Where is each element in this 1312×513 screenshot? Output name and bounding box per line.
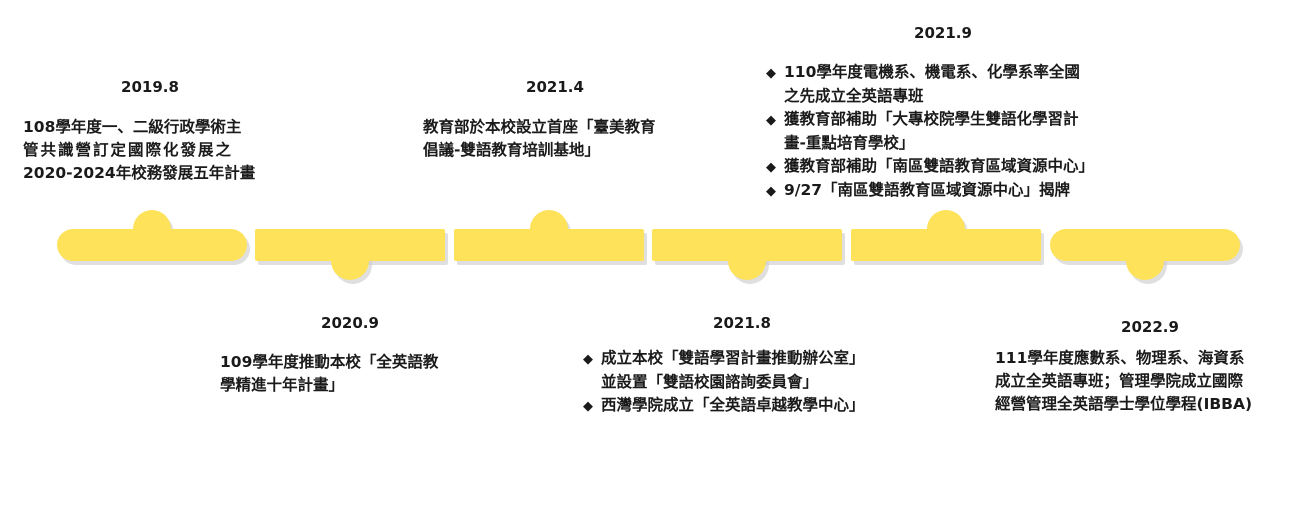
event-bullet-text: 畫-重點培育學校」: [784, 134, 915, 152]
event-bullet-text: 獲教育部補助「大專校院學生雙語化學習計: [784, 110, 1079, 128]
event-desc-2021-8: ◆ 成立本校「雙語學習計畫推動辦公室」 並設置「雙語校園諮詢委員會」 ◆ 西灣學院成…: [583, 347, 865, 418]
timeline-segment: [1050, 229, 1243, 284]
diamond-bullet-icon: ◆: [766, 113, 776, 128]
event-bullet-text: 成立本校「雙語學習計畫推動辦公室」: [601, 349, 865, 367]
event-bullet: ◆ 成立本校「雙語學習計畫推動辦公室」 並設置「雙語校園諮詢委員會」: [583, 347, 865, 394]
timeline-bar-segment: [454, 229, 644, 261]
timeline-segment: [255, 229, 448, 284]
diamond-bullet-icon: ◆: [766, 66, 776, 81]
event-year-2021-8: 2021.8: [713, 314, 771, 332]
event-desc-line: 學精進十年計畫」: [220, 376, 345, 394]
event-desc-line: 經營管理全英語學士學位學程(IBBA): [995, 395, 1253, 413]
diamond-bullet-icon: ◆: [583, 399, 593, 414]
event-bullet-text: 並設置「雙語校園諮詢委員會」: [601, 373, 819, 391]
event-bullet: ◆ 獲教育部補助「大專校院學生雙語化學習計 畫-重點培育學校」: [766, 108, 1094, 155]
event-year-2021-9: 2021.9: [914, 24, 972, 42]
event-bullet-text: 110學年度電機系、機電系、化學系率全國: [784, 63, 1080, 81]
timeline-segment: [652, 229, 845, 284]
event-desc-line: 管共識營訂定國際化發展之: [23, 141, 234, 159]
event-bullet: ◆ 西灣學院成立「全英語卓越教學中心」: [583, 394, 865, 418]
timeline-bar-segment: [1050, 229, 1240, 261]
event-desc-2020-9: 109學年度推動本校「全英語教 學精進十年計畫」: [220, 351, 438, 397]
event-bullet: ◆ 獲教育部補助「南區雙語教育區域資源中心」: [766, 155, 1094, 179]
event-desc-line: 111學年度應數系、物理系、海資系: [995, 349, 1245, 367]
timeline-bar-segment: [57, 229, 247, 261]
timeline-segment: [57, 210, 250, 265]
event-bullet-text: 獲教育部補助「南區雙語教育區域資源中心」: [784, 157, 1095, 175]
event-year-2019-8: 2019.8: [121, 78, 179, 96]
event-desc-2019-8: 108學年度一、二級行政學術主 管共識營訂定國際化發展之 2020-2024年校…: [23, 116, 255, 185]
diamond-bullet-icon: ◆: [583, 352, 593, 367]
event-bullet-text: 9/27「南區雙語教育區域資源中心」揭牌: [784, 181, 1071, 199]
event-desc-2021-9: ◆ 110學年度電機系、機電系、化學系率全國 之先成立全英語專班 ◆ 獲教育部補助「…: [766, 61, 1094, 203]
event-year-2021-4: 2021.4: [526, 78, 584, 96]
timeline-bar-segment: [652, 229, 842, 261]
event-desc-line: 教育部於本校設立首座「臺美教育: [423, 118, 656, 136]
event-desc-line: 109學年度推動本校「全英語教: [220, 353, 439, 371]
event-bullet: ◆ 9/27「南區雙語教育區域資源中心」揭牌: [766, 179, 1094, 203]
event-desc-2022-9: 111學年度應數系、物理系、海資系 成立全英語專班；管理學院成立國際 經營管理全…: [995, 347, 1252, 416]
diamond-bullet-icon: ◆: [766, 184, 776, 199]
event-desc-line: 2020-2024年校務發展五年計畫: [23, 164, 256, 182]
event-desc-line: 成立全英語專班；管理學院成立國際: [995, 372, 1244, 390]
timeline-bar-segment: [851, 229, 1041, 261]
timeline-segment: [454, 210, 647, 265]
event-desc-2021-4: 教育部於本校設立首座「臺美教育 倡議-雙語教育培訓基地」: [423, 116, 656, 162]
event-year-2022-9: 2022.9: [1121, 318, 1179, 336]
event-bullet-text: 西灣學院成立「全英語卓越教學中心」: [601, 396, 865, 414]
event-year-2020-9: 2020.9: [321, 314, 379, 332]
timeline-bar-segment: [255, 229, 445, 261]
diamond-bullet-icon: ◆: [766, 160, 776, 175]
event-desc-line: 108學年度一、二級行政學術主: [23, 118, 242, 136]
event-desc-line: 倡議-雙語教育培訓基地」: [423, 141, 600, 159]
event-bullet: ◆ 110學年度電機系、機電系、化學系率全國 之先成立全英語專班: [766, 61, 1094, 108]
timeline-segment: [851, 210, 1044, 265]
event-bullet-text: 之先成立全英語專班: [784, 87, 924, 105]
